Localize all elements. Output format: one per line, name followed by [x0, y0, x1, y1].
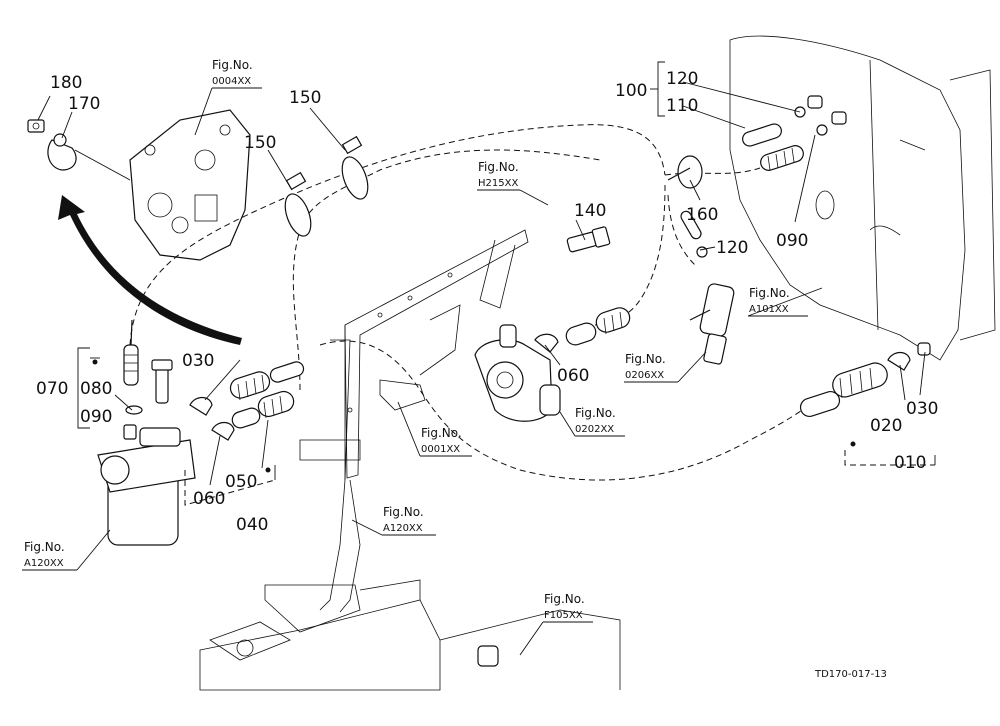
label-060-left: 060 — [193, 489, 225, 509]
label-030-left: 030 — [182, 351, 214, 371]
hose-band-150-right — [341, 135, 369, 200]
fig-ref-A120-mid-code: A120XX — [383, 523, 423, 534]
label-150-right: 150 — [289, 88, 321, 108]
clip-120-top — [794, 95, 823, 118]
fig-ref-A120-left-title: Fig.No. — [24, 540, 65, 554]
label-080: 080 — [80, 379, 112, 399]
group-brackets — [77, 61, 936, 506]
figure-reference-labels: Fig.No. 0004XX Fig.No. H215XX Fig.No. A1… — [24, 58, 790, 621]
label-100: 100 — [615, 81, 647, 101]
clip-090-top — [816, 111, 847, 136]
fig-ref-H215-code: H215XX — [478, 178, 518, 189]
frame-post — [264, 339, 361, 633]
label-120-top: 120 — [666, 69, 698, 89]
fuel-pump — [474, 324, 561, 422]
fuel-filter — [97, 424, 196, 546]
label-150-left: 150 — [244, 133, 276, 153]
fig-ref-0001-title: Fig.No. — [421, 426, 462, 440]
drawing-id: TD170-017-13 — [814, 669, 887, 680]
hose-mid — [565, 307, 631, 346]
air-vent-plug — [123, 319, 139, 386]
label-180: 180 — [50, 73, 82, 93]
label-070: 070 — [36, 379, 68, 399]
clip-020 — [887, 351, 911, 371]
fig-ref-H215-title: Fig.No. — [478, 160, 519, 174]
clip-060-mid — [534, 333, 559, 353]
bolt-140 — [566, 226, 611, 253]
fig-ref-A120-left-code: A120XX — [24, 558, 64, 569]
hose-050 — [231, 390, 295, 429]
fig-ref-F105-code: F105XX — [544, 610, 583, 621]
fuel-filter-bracket — [379, 304, 461, 411]
fig-ref-0202-code: 0202XX — [575, 424, 614, 435]
banjo-bolt-180 — [27, 119, 45, 133]
label-020: 020 — [870, 416, 902, 436]
filter-bolt — [151, 359, 173, 404]
chassis-frame — [199, 579, 621, 691]
clamp-170 — [47, 133, 77, 171]
label-140: 140 — [574, 201, 606, 221]
label-060-mid: 060 — [557, 366, 589, 386]
fig-ref-A120-mid-title: Fig.No. — [383, 505, 424, 519]
label-050: 050 — [225, 472, 257, 492]
leader-lines — [37, 81, 926, 486]
label-090-left: 090 — [80, 407, 112, 427]
direction-arrow — [58, 195, 242, 345]
clip-060-left — [211, 421, 235, 441]
clip-030-left — [189, 396, 213, 416]
injector-assembly — [689, 283, 735, 365]
label-160: 160 — [686, 205, 718, 225]
protector-tube — [760, 145, 804, 171]
hose-110 — [742, 123, 782, 147]
label-120-mid: 120 — [716, 238, 748, 258]
hose-030-left — [229, 361, 305, 401]
part-number-labels: 180 170 150 150 100 120 110 140 160 090 … — [36, 69, 938, 535]
fig-ref-0206-title: Fig.No. — [625, 352, 666, 366]
clip-030-right — [917, 342, 931, 356]
hose-band-150-left — [284, 171, 312, 237]
label-110: 110 — [666, 96, 698, 116]
fig-ref-0004-title: Fig.No. — [212, 58, 253, 72]
fig-ref-A101-title: Fig.No. — [749, 286, 790, 300]
bracket-plate — [344, 229, 529, 480]
label-030-right: 030 — [906, 399, 938, 419]
fig-ref-0001-code: 0001XX — [421, 444, 460, 455]
engine-front-cover — [129, 109, 251, 261]
figure-ref-leaders — [22, 87, 823, 656]
hose-010 — [799, 362, 888, 417]
fig-ref-A101-code: A101XX — [749, 304, 789, 315]
fig-ref-F105-title: Fig.No. — [544, 592, 585, 606]
fig-ref-0202-title: Fig.No. — [575, 406, 616, 420]
label-010: 010 — [894, 453, 926, 473]
label-040: 040 — [236, 515, 268, 535]
clip-160 — [667, 155, 703, 189]
fig-ref-0206-code: 0206XX — [625, 370, 664, 381]
label-090-right: 090 — [776, 231, 808, 251]
label-170: 170 — [68, 94, 100, 114]
fig-ref-0004-code: 0004XX — [212, 76, 251, 87]
engine-block-outline — [729, 35, 996, 361]
return-hose-small — [680, 210, 708, 258]
